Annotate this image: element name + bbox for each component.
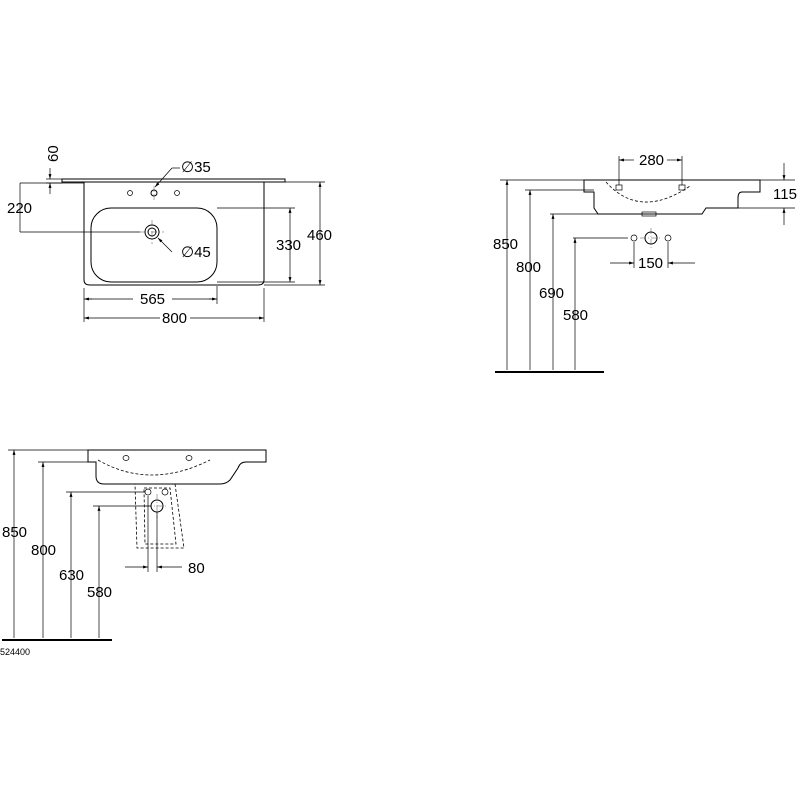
side-view bbox=[2, 449, 267, 641]
front-underside-height-label: 800 bbox=[516, 259, 541, 276]
tap-hole-left bbox=[127, 190, 133, 196]
top-view bbox=[19, 167, 325, 322]
side-waste-height-label: 630 bbox=[59, 567, 84, 584]
side-waste-offset-label: 80 bbox=[188, 560, 205, 577]
side-underside-height-label: 800 bbox=[31, 542, 56, 559]
basin-profile bbox=[87, 449, 267, 485]
basin-rim-strip bbox=[61, 178, 286, 183]
bowl-hidden-line bbox=[605, 181, 691, 203]
supply-left bbox=[144, 488, 152, 496]
supply-spacing-label: 150 bbox=[638, 255, 663, 272]
bowl-hidden-line bbox=[97, 459, 211, 476]
tap-hole-right bbox=[678, 184, 686, 191]
basin-outline bbox=[83, 182, 265, 286]
siphon-cover bbox=[134, 483, 185, 549]
supply-right bbox=[664, 234, 672, 242]
supply-right bbox=[161, 488, 169, 496]
tap-offset-label: 220 bbox=[7, 200, 32, 217]
tap-hole-right bbox=[174, 190, 180, 196]
overall-depth-label: 460 bbox=[307, 227, 332, 244]
tap-hole-diameter-label: ∅35 bbox=[181, 159, 211, 176]
supply-left bbox=[630, 234, 638, 242]
article-number: 524400 bbox=[0, 647, 30, 657]
rim-height-label: 60 bbox=[45, 145, 62, 162]
hole-spacing-label: 280 bbox=[639, 152, 664, 169]
front-view bbox=[495, 156, 795, 373]
waste-diameter-label: ∅45 bbox=[181, 244, 211, 261]
bowl-depth-label: 330 bbox=[276, 237, 301, 254]
front-rim-height-label: 850 bbox=[493, 236, 518, 253]
side-supply-height-label: 580 bbox=[87, 584, 112, 601]
basin-bowl bbox=[90, 207, 218, 283]
overall-width-label: 800 bbox=[162, 310, 187, 327]
basin-profile bbox=[583, 179, 761, 215]
siphon-cover-inner bbox=[143, 487, 177, 545]
side-rim-height-label: 850 bbox=[2, 524, 27, 541]
tap-hole-left bbox=[122, 455, 130, 461]
waste-stub bbox=[641, 211, 657, 217]
basin-height-label: 115 bbox=[773, 186, 797, 203]
front-waste-height-label: 690 bbox=[539, 285, 564, 302]
front-supply-height-label: 580 bbox=[563, 307, 588, 324]
waste-offset-label: 565 bbox=[140, 291, 165, 308]
tap-hole-left bbox=[615, 184, 623, 191]
tap-hole-right bbox=[185, 455, 193, 461]
